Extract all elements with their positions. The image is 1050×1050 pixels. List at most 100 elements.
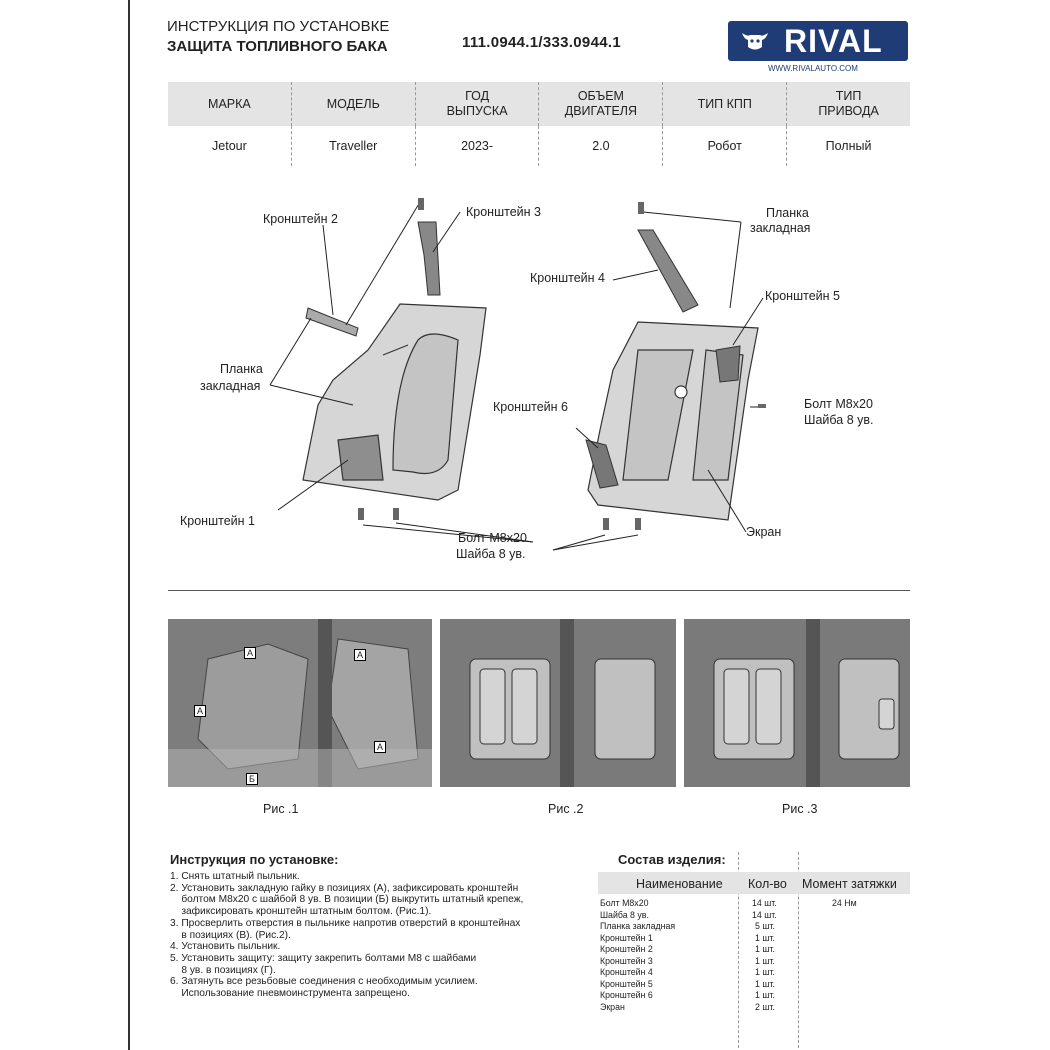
- composition-title: Состав изделия:: [618, 852, 726, 867]
- row-qty: 14 шт.: [752, 898, 777, 908]
- photo-fig-2-image: [440, 619, 676, 787]
- row-name: Кронштейн 1: [600, 932, 653, 943]
- col-drive-label: ТИП ПРИВОДА: [818, 89, 879, 118]
- col-engine: ОБЪЕМ ДВИГАТЕЛЯ: [538, 82, 662, 126]
- col-model-label: МОДЕЛЬ: [326, 96, 380, 111]
- label-bracket-2: Кронштейн 2: [263, 212, 338, 226]
- instruction-line: в позициях (В). (Рис.2).: [170, 929, 291, 941]
- photo-fig-1: А А А А Б: [168, 619, 432, 787]
- instruction-line: Использование пневмоинструмента запрещен…: [170, 988, 410, 1000]
- cell-brand: Jetour: [212, 138, 247, 153]
- left-shield: [302, 303, 487, 501]
- label-plate-left-2: закладная: [200, 379, 260, 393]
- row-qty: 1 шт.: [755, 967, 775, 977]
- caption-fig-3: Рис .3: [782, 802, 818, 816]
- instruction-line: 6. Затянуть все резьбовые соединения с н…: [170, 976, 478, 988]
- table-row: Кронштейн 3 1 шт.: [600, 956, 910, 968]
- label-bracket-4: Кронштейн 4: [530, 271, 605, 285]
- cell-gearbox: Робот: [662, 126, 786, 166]
- table-row: Кронштейн 4 1 шт.: [600, 967, 910, 979]
- rival-logo: RIVAL: [728, 21, 908, 61]
- col-qty-header: Кол-во: [748, 877, 787, 891]
- bracket-5-shape: [715, 345, 741, 383]
- row-qty: 1 шт.: [755, 944, 775, 954]
- row-qty: 1 шт.: [755, 932, 775, 943]
- marker-b: Б: [246, 773, 258, 785]
- label-washer-2: Шайба 8 ув.: [804, 413, 873, 427]
- row-name: Кронштейн 4: [600, 967, 653, 977]
- label-washer-1: Шайба 8 ув.: [456, 547, 525, 561]
- label-bracket-3: Кронштейн 3: [466, 205, 541, 219]
- table-row: Планка закладная 5 шт.: [600, 921, 910, 933]
- website-url: WWW.RIVALAUTO.COM: [768, 64, 858, 73]
- marker-a-3: А: [194, 705, 207, 717]
- row-name: Болт М8х20: [600, 898, 649, 908]
- bracket-3-shape: [417, 221, 441, 296]
- photo-fig-2: [440, 619, 676, 787]
- instructions-title: Инструкция по установке:: [170, 852, 339, 867]
- col-torque-header: Момент затяжки: [802, 877, 897, 891]
- cell-model: Traveller: [290, 126, 415, 166]
- col-brand: МАРКА: [168, 82, 291, 126]
- composition-header: Наименование Кол-во Момент затяжки: [598, 872, 910, 894]
- bracket-2-shape: [305, 307, 359, 337]
- cell-engine: 2.0: [538, 126, 662, 166]
- table-row: Шайба 8 ув. 14 шт.: [600, 910, 910, 922]
- label-bracket-5: Кронштейн 5: [765, 289, 840, 303]
- table-row: Кронштейн 2 1 шт.: [600, 944, 910, 956]
- col-year-label: ГОД ВЫПУСКА: [446, 89, 508, 118]
- table-row: Кронштейн 1 1 шт.: [600, 933, 910, 945]
- label-bolt-1: Болт М8х20: [458, 531, 527, 545]
- label-bolt-2: Болт М8х20: [804, 397, 873, 411]
- row-qty: 14 шт.: [752, 909, 777, 920]
- col-engine-label: ОБЪЕМ ДВИГАТЕЛЯ: [564, 89, 638, 118]
- label-plate-right-1: Планка: [766, 206, 809, 220]
- part-code: 111.0944.1/333.0944.1: [462, 34, 621, 51]
- row-qty: 2 шт.: [755, 1001, 775, 1012]
- row-qty: 5 шт.: [755, 921, 775, 931]
- row-qty: 1 шт.: [755, 990, 775, 1000]
- row-torque: 24 Нм: [832, 898, 857, 908]
- exploded-diagram: Кронштейн 2 Кронштейн 3 Планка закладная…: [180, 198, 873, 561]
- instruction-line: 4. Установить пыльник.: [170, 941, 281, 953]
- bull-icon: [742, 33, 768, 50]
- cell-drive: Полный: [786, 126, 910, 166]
- row-name: Экран: [600, 1001, 625, 1012]
- instruction-line: зафиксировать кронштейн штатным болтом. …: [170, 906, 432, 918]
- logo-text: RIVAL: [784, 23, 883, 59]
- marker-a-1: А: [244, 647, 257, 659]
- col-gearbox: ТИП КПП: [662, 82, 786, 126]
- col-model: МОДЕЛЬ: [290, 82, 415, 126]
- instruction-line: болтом М8х20 с шайбой 8 ув. В позиции (Б…: [170, 894, 524, 906]
- row-name: Шайба 8 ув.: [600, 909, 649, 920]
- label-bracket-6: Кронштейн 6: [493, 400, 568, 414]
- col-divider: [798, 852, 800, 1048]
- bracket-6-shape: [585, 439, 619, 489]
- label-screen: Экран: [746, 525, 781, 539]
- row-name: Кронштейн 2: [600, 944, 653, 954]
- leader-lines: [269, 201, 764, 551]
- cell-year: 2023-: [414, 126, 539, 166]
- row-qty: 1 шт.: [755, 955, 775, 966]
- spec-table-header: МАРКА МОДЕЛЬ ГОД ВЫПУСКА ОБЪЕМ ДВИГАТЕЛЯ…: [168, 82, 910, 126]
- label-bracket-1: Кронштейн 1: [180, 514, 255, 528]
- photo-fig-1-image: [168, 619, 432, 787]
- right-shield: [587, 321, 759, 521]
- label-plate-left-1: Планка: [220, 362, 263, 376]
- photo-fig-3-image: [684, 619, 910, 787]
- instruction-line: 2. Установить закладную гайку в позициях…: [170, 882, 519, 894]
- instruction-line: 3. Просверлить отверстия в пыльнике напр…: [170, 917, 521, 929]
- instruction-line: 1. Снять штатный пыльник.: [170, 871, 300, 882]
- spec-table-row: Jetour Traveller 2023- 2.0 Робот Полный: [168, 126, 910, 166]
- instruction-line: 8 ув. в позициях (Г).: [170, 964, 276, 976]
- marker-a-4: А: [374, 741, 387, 753]
- row-name: Планка закладная: [600, 921, 676, 931]
- col-drive: ТИП ПРИВОДА: [786, 82, 910, 126]
- instruction-line: 5. Установить защиту: защиту закрепить б…: [170, 952, 477, 964]
- caption-fig-2: Рис .2: [548, 802, 584, 816]
- row-qty: 1 шт.: [755, 978, 775, 989]
- row-name: Кронштейн 3: [600, 955, 653, 966]
- row-name: Кронштейн 5: [600, 978, 653, 989]
